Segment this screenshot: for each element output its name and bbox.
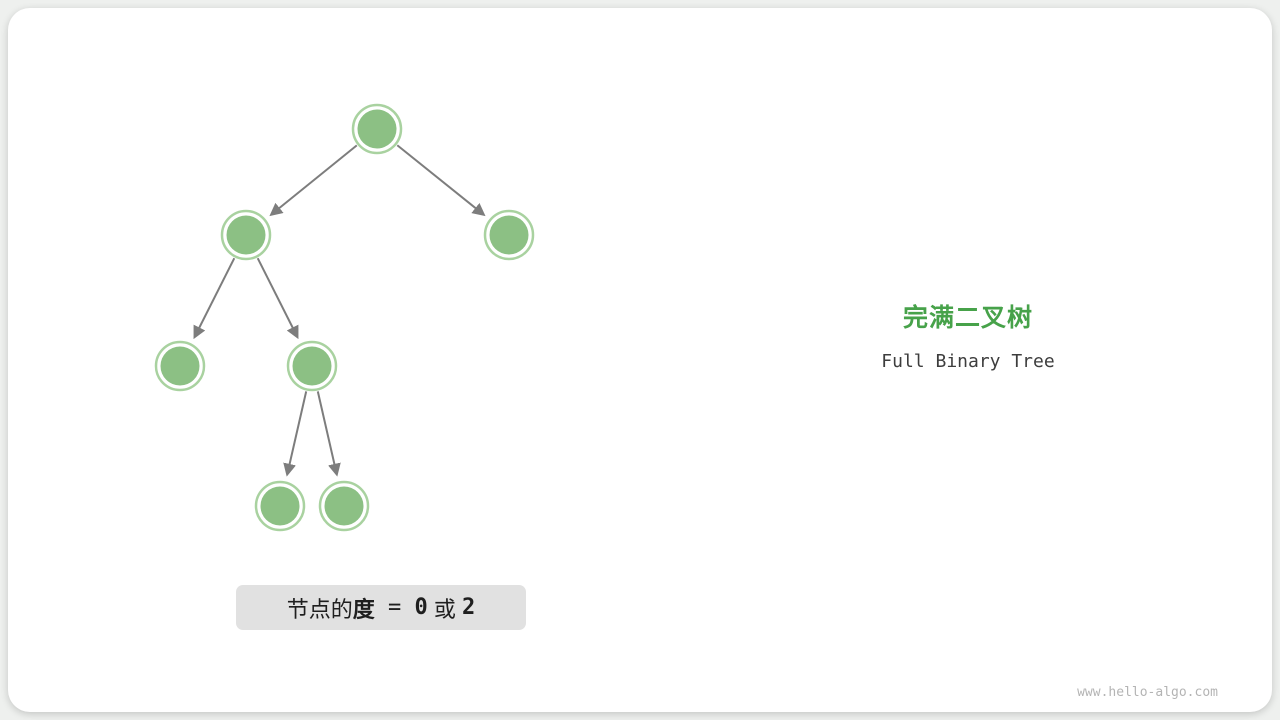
title-block: 完满二叉树 Full Binary Tree <box>790 298 1146 372</box>
caption-segment: 2 <box>462 595 476 620</box>
caption-segment: 节点的 <box>286 596 353 622</box>
figure-title-zh: 完满二叉树 <box>902 304 1033 332</box>
caption-segment: = <box>374 595 415 620</box>
figure-card <box>8 8 1272 712</box>
figure-title-en: Full Binary Tree <box>881 351 1055 372</box>
watermark: www.hello-algo.com <box>1077 685 1218 700</box>
caption-segment: 或 <box>427 596 462 622</box>
caption-badge: 节点的度 = 0 或 2 <box>236 585 526 630</box>
caption-segment: 度 <box>352 596 375 622</box>
caption-segment: 0 <box>414 595 428 620</box>
